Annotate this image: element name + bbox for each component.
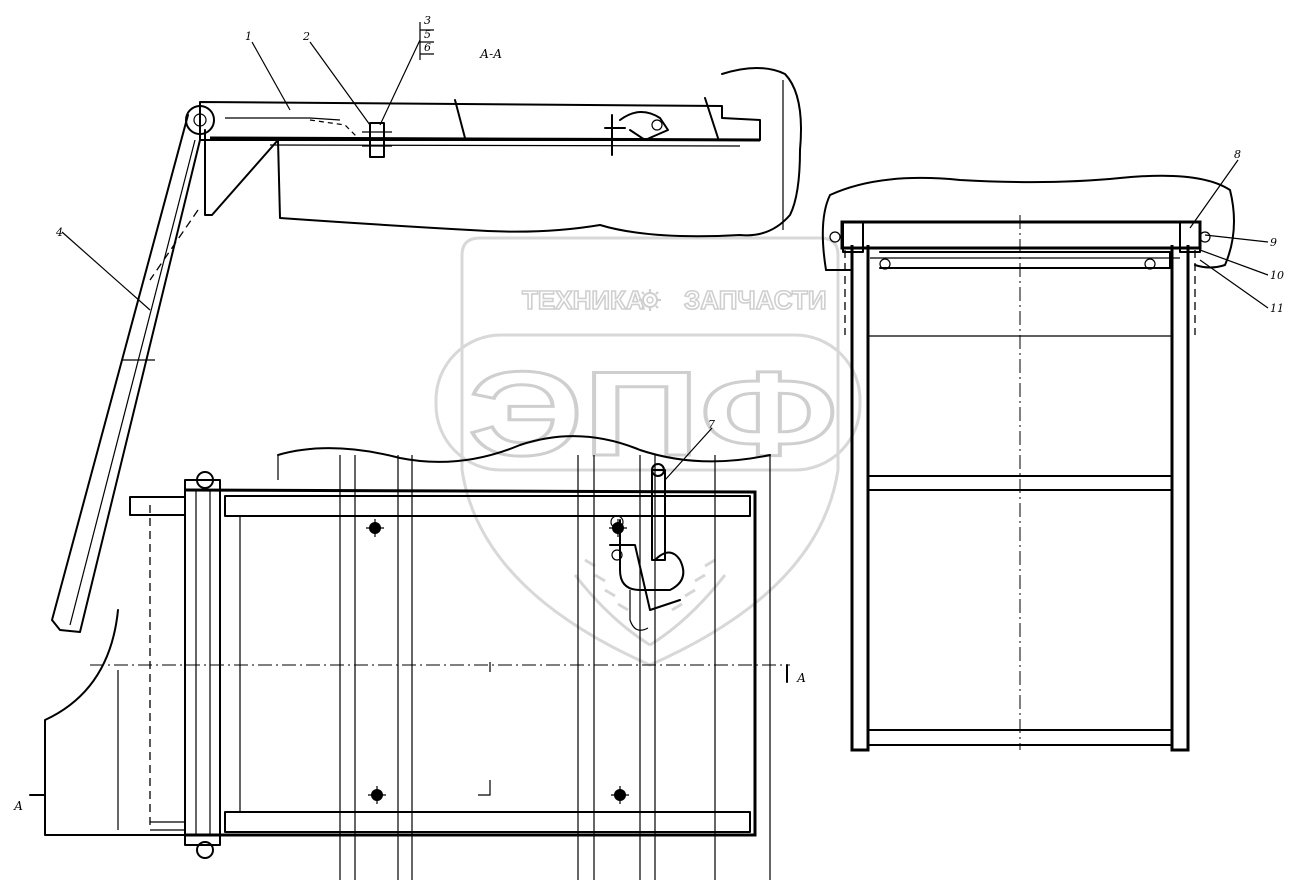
hatch-outer-frame: [184, 488, 757, 837]
fastener-symbol-4: [611, 786, 629, 804]
cut-mark-left-line: [29, 794, 46, 813]
bolt-assembly: [369, 122, 385, 158]
beam-diag-brace: [454, 99, 466, 139]
plan-latch-rod: [629, 590, 649, 631]
callout-c1: 1: [245, 30, 252, 43]
side-nut-left: [879, 258, 891, 270]
leader-c2: [309, 41, 371, 126]
hatch-top-rail: [224, 495, 751, 517]
bolt-head: [362, 131, 392, 147]
plan-latch-ring-2: [611, 549, 623, 561]
section-view-aa: 1 2 3 5 6 4 А-А: [51, 14, 802, 633]
corner-mark: [478, 780, 491, 796]
latch-mechanism: [604, 111, 669, 156]
leader-c10: [1199, 249, 1269, 276]
hinge-knuckle-top: [196, 471, 214, 489]
watermark-inner-band: [434, 333, 862, 472]
watermark-big-text: ЭПФ: [468, 347, 838, 481]
beam-inner-line: [225, 117, 341, 121]
leader-c11: [1199, 259, 1269, 309]
callout-c10: 10: [1270, 269, 1284, 282]
beam-bottom-line: [269, 144, 741, 147]
latch-pin: [651, 119, 663, 131]
hinge-column-inner: [195, 490, 211, 835]
roof-rib-3: [577, 455, 595, 880]
roof-rib-2: [397, 455, 413, 880]
callout-c8: 8: [1234, 148, 1241, 161]
leader-c8: [1189, 159, 1239, 229]
door-dash-track: [149, 209, 199, 281]
callout-c2: 2: [302, 30, 310, 43]
cab-silhouette: [44, 609, 186, 836]
opened-door-inner: [69, 139, 196, 626]
side-hatch-right-post: [1170, 245, 1190, 752]
callout-c6: 6: [424, 41, 431, 54]
hatch-frame-beam: [199, 101, 761, 141]
side-hatch-left-post: [850, 245, 870, 752]
side-roof-break: [821, 174, 1235, 271]
callout-c9: 9: [1270, 236, 1277, 249]
plan-latch-top: [651, 463, 665, 477]
fastener-symbol-3: [368, 786, 386, 804]
cut-mark-right: А: [796, 671, 806, 685]
leader-c3: [379, 39, 421, 126]
leader-c1: [251, 41, 291, 111]
left-stub-bottom: [150, 821, 186, 831]
roof-rib-4: [639, 455, 656, 880]
plan-view: А А 7: [13, 418, 806, 880]
leader-stack: [419, 22, 434, 60]
plan-latch-handle: [609, 544, 681, 611]
side-nut-right: [1144, 258, 1156, 270]
beam-diag-brace-2: [704, 97, 719, 139]
watermark-text-right: ЗАПЧАСТИ: [684, 285, 827, 315]
cut-mark-left: А: [13, 799, 23, 813]
side-hatch-lower-rail: [879, 251, 1171, 269]
section-label: А-А: [479, 47, 502, 61]
leader-c9: [1204, 234, 1269, 243]
roof-rib-1: [339, 455, 356, 880]
watermark-text-left: ТЕХНИКА: [522, 285, 645, 315]
side-bolt-right: [1199, 231, 1211, 243]
hinge-column: [184, 479, 221, 846]
leader-c4: [61, 231, 151, 311]
opened-door-panel: [51, 114, 201, 633]
callout-c5: 5: [424, 28, 431, 41]
fastener-symbol-1: [366, 519, 384, 537]
cab-wall-outline: [277, 67, 802, 238]
hinge-pivot-inner: [193, 113, 207, 127]
callout-c11: 11: [1270, 302, 1284, 315]
roof-break-line: [277, 435, 771, 463]
watermark-wheat: [573, 558, 727, 647]
watermark-shield: [460, 236, 840, 667]
leader-c7: [664, 427, 713, 481]
side-bolt-left: [829, 231, 841, 243]
callout-c4: 4: [55, 226, 63, 239]
side-hinge-left: [842, 221, 864, 253]
plan-latch-body: [651, 469, 666, 561]
callout-c7: 7: [708, 418, 715, 431]
callout-c3: 3: [424, 14, 431, 27]
hinge-bracket: [204, 129, 279, 216]
side-hatch-top-rail: [840, 220, 1202, 250]
hatch-bottom-rail: [224, 811, 751, 833]
hinge-knuckle-bottom: [196, 841, 214, 859]
beam-lower-plate: [209, 136, 761, 142]
side-view: 8 9 10 11: [821, 148, 1284, 752]
left-stub-top: [129, 496, 186, 516]
fastener-symbol-2: [609, 519, 627, 537]
watermark: ТЕХНИКА ЗАПЧАСТИ ЭПФ: [434, 236, 862, 667]
plan-latch-hook: [619, 519, 685, 591]
gear-icon: [639, 289, 661, 311]
latch-dashed: [309, 119, 361, 141]
